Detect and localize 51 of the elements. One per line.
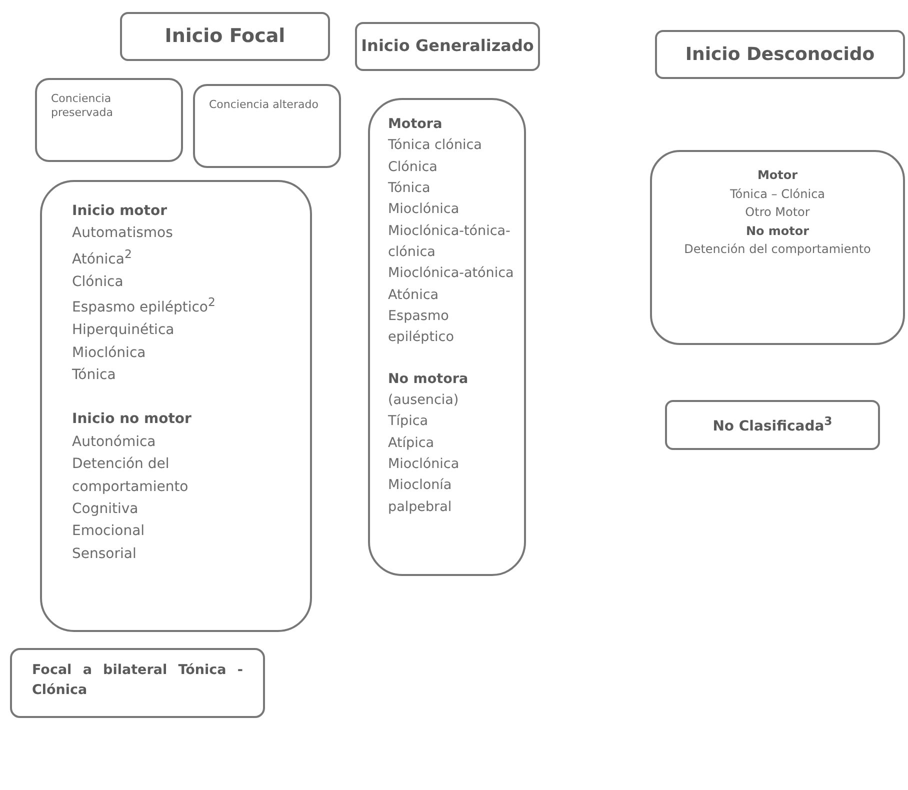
seizure-type-label: Atónica xyxy=(388,286,439,305)
seizure-type-label: Atípica xyxy=(388,434,434,453)
awareness-box xyxy=(193,84,341,168)
seizure-type-label: Emocional xyxy=(72,522,145,542)
seizure-type-label: Mioclónica-atónica xyxy=(388,264,514,284)
seizure-type-label: Detención del comportamiento xyxy=(72,455,190,497)
seizure-type-label: Automatismos xyxy=(72,224,173,244)
seizure-type-box xyxy=(40,180,312,632)
seizure-type-label: Atónica$^{2}$ xyxy=(72,246,132,270)
category-header xyxy=(355,22,540,71)
seizure-type-label: Espasmo epiléptico xyxy=(388,306,455,348)
category-title: Inicio Focal xyxy=(164,24,286,49)
seizure-type-label: Conciencia preservada xyxy=(51,92,114,121)
seizure-type-label: Clónica xyxy=(388,158,438,177)
seizure-type-label: Sensorial xyxy=(72,544,136,564)
seizure-type-label: Mioclónica xyxy=(388,200,460,220)
seizure-type-label: Típica xyxy=(388,412,428,432)
seizure-type-label: Conciencia alterado xyxy=(209,98,318,112)
category-title: Inicio Desconocido xyxy=(685,43,875,66)
seizure-type-label: (ausencia) xyxy=(388,390,459,410)
seizure-type-box xyxy=(650,150,905,345)
seizure-type-label: Mioclonía palpebral xyxy=(388,476,453,517)
seizure-type-label: Tónica xyxy=(388,178,430,198)
group-heading: Motor xyxy=(757,167,798,184)
awareness-box xyxy=(35,78,183,162)
seizure-type-label: Detención del comportamiento xyxy=(684,241,871,258)
seizure-type-label: Mioclónica-tónica-clónica xyxy=(388,222,512,262)
category-title: Inicio Generalizado xyxy=(361,36,534,57)
seizure-type-label: Cognitiva xyxy=(72,500,138,519)
seizure-type-label: Hiperquinética xyxy=(72,321,174,340)
seizure-type-label: Tónica xyxy=(72,366,116,386)
category-box xyxy=(665,400,880,450)
seizure-type-label: Espasmo epiléptico$^{2}$ xyxy=(72,294,216,318)
group-heading: No motor xyxy=(746,222,810,240)
seizure-type-label: Autonómica xyxy=(72,432,156,452)
category-header xyxy=(655,30,905,80)
seizure-type-label: Mioclónica xyxy=(72,344,146,363)
category-header xyxy=(120,12,330,61)
group-heading: Inicio no motor xyxy=(72,410,192,430)
category-title: No Clasificada$^{3}$ xyxy=(712,414,832,436)
seizure-type-label: Tónica clónica xyxy=(388,136,482,156)
group-heading: No motora xyxy=(388,370,468,389)
seizure-type-label: Mioclónica xyxy=(388,454,460,474)
seizure-type-box xyxy=(368,98,526,576)
category-box xyxy=(10,648,265,718)
group-heading: Motora xyxy=(388,115,442,134)
seizure-type-label: Tónica – Clónica xyxy=(730,186,826,203)
seizure-type-label: Otro Motor xyxy=(745,204,810,222)
seizure-type-label: Clónica xyxy=(72,272,124,292)
category-title: Focal a bilateral Tónica - Clónica xyxy=(32,661,243,700)
group-heading: Inicio motor xyxy=(72,202,167,221)
